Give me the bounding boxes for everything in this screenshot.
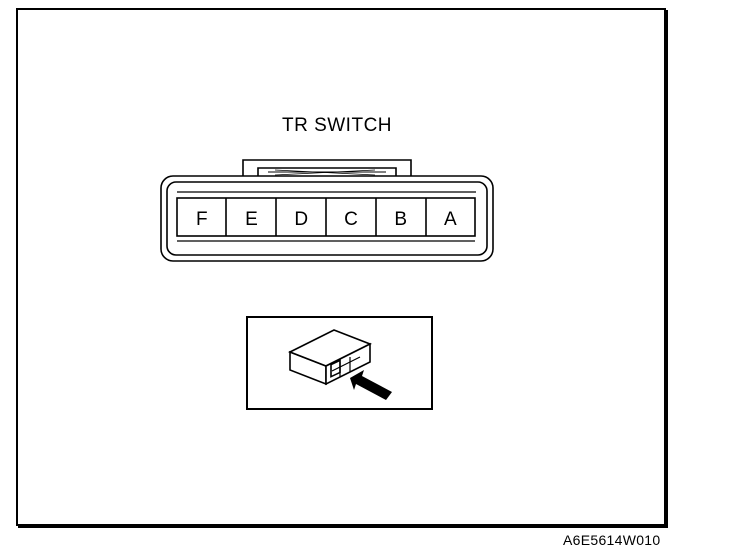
pin-label-b: B <box>394 209 407 230</box>
pin-label-a: A <box>444 209 457 230</box>
connector-title-text: TR SWITCH <box>281 115 393 136</box>
frame-shadow-bottom <box>18 526 668 528</box>
view-arrow-icon <box>350 370 392 400</box>
small-connector-icon <box>288 329 372 386</box>
reference-code: A6E5614W010 <box>563 532 661 548</box>
pin-label-d: D <box>294 209 308 230</box>
pin-label-f: F <box>196 209 208 230</box>
frame-shadow-right <box>666 10 668 528</box>
diagram-frame <box>16 8 666 526</box>
connector-housing <box>160 159 494 262</box>
connector-title: TR SWITCH <box>0 115 736 137</box>
view-direction-inset <box>246 316 433 410</box>
pin-label-c: C <box>344 209 358 230</box>
pin-label-e: E <box>245 209 258 230</box>
